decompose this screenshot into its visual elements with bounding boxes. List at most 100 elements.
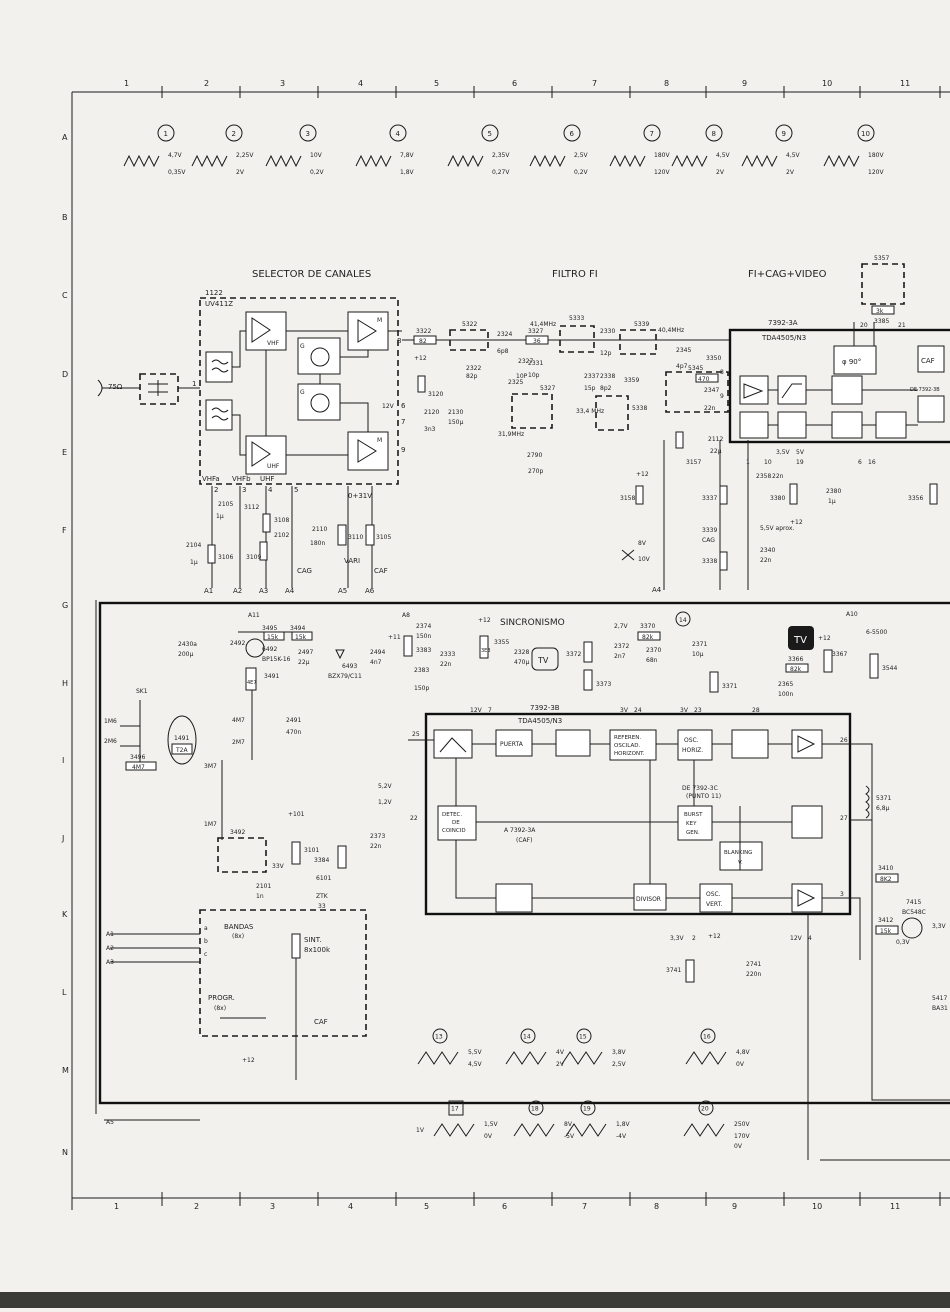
tuner-part-number: UV411Z	[205, 300, 233, 308]
l5345-ref: 5345	[688, 365, 703, 372]
m3m7-label: 3M7	[204, 763, 217, 770]
fi-bias-components: 3157 2112 22μ +12 3158 3337 3339 CAG 5,5…	[620, 431, 938, 590]
progr-count: (8x)	[214, 1005, 226, 1012]
waveform-value-low: 0V	[736, 1061, 745, 1068]
volt-8v: 8V	[638, 540, 647, 547]
horiz-driver-symbol	[797, 735, 816, 753]
band-a: a	[204, 925, 208, 932]
caf-label-tuner: CAF	[374, 567, 388, 575]
r3385-val: 3k	[876, 308, 884, 315]
video-out-block	[917, 395, 945, 423]
column-label-top: 7	[592, 79, 597, 88]
r3366-body	[785, 663, 809, 673]
filter-curves	[211, 359, 229, 421]
choke-lines	[221, 690, 253, 840]
r3345-body	[695, 373, 719, 383]
bandas-count: (8x)	[232, 933, 244, 940]
plus12-3367: +12	[818, 635, 831, 642]
de-7392-3b: DE 7392-3B	[910, 387, 940, 393]
c2328-ref: 2328	[514, 649, 529, 656]
row-label: I	[62, 756, 64, 765]
ic-pin-10: 10	[764, 459, 772, 466]
antenna-filter-box	[139, 373, 179, 405]
waveform-number: 4	[396, 130, 401, 138]
waveform-value-high: 180V	[654, 152, 670, 159]
column-label-bottom: 2	[194, 1202, 199, 1211]
antenna-input-symbol	[97, 379, 140, 397]
waveform-number-circle	[705, 124, 723, 142]
vert-driver-symbol	[797, 889, 816, 907]
waveform-value-high: 8V	[564, 1121, 573, 1128]
waveform-number-circle	[775, 124, 793, 142]
c3492-box	[217, 837, 267, 873]
c2322-val: 82p	[466, 373, 478, 380]
tv-logo-badge	[788, 626, 814, 650]
uhf-mixer-block	[347, 431, 389, 471]
waveform-trace	[265, 154, 302, 168]
if-amp-block	[739, 375, 769, 405]
marker-14-text: 14	[679, 617, 687, 624]
r3410-val: 8K2	[880, 876, 892, 883]
waveform-value-low: 2V	[236, 169, 245, 176]
detec-label: DETEC.	[442, 812, 462, 818]
gen-label: GEN.	[686, 830, 700, 836]
waveform-number-circle	[580, 1100, 596, 1116]
c2345-ref: 2345	[676, 347, 691, 354]
caf-switch-label: CAF	[314, 1018, 328, 1026]
power-supply-section: 2430a 200μ 2492 6492 BP15K-16 A11 3495 1…	[104, 612, 401, 873]
column-label-bottom: 8	[654, 1202, 659, 1211]
phase-label: φ 90°	[842, 358, 861, 366]
waveform-value-high: 180V	[868, 152, 884, 159]
r3380-ref: 3380	[770, 495, 785, 502]
waveform-number-circle	[520, 1028, 536, 1044]
ic-pin-9: 9	[720, 393, 724, 400]
l5333-box	[559, 325, 595, 353]
scan-bottom-edge	[0, 1292, 950, 1308]
sync-internal-wiring	[408, 739, 850, 899]
title-fi-cag-video: FI+CAG+VIDEO	[748, 269, 827, 280]
c2370-val: 68n	[646, 657, 658, 664]
waveform-number: 7	[650, 130, 654, 138]
conn-a2: A2	[233, 587, 242, 595]
pin-vhfb: VHFb	[232, 475, 251, 483]
waveform-number: 2	[232, 130, 236, 138]
c2741-ref: 2741	[746, 961, 761, 968]
5345-filter-box	[665, 371, 729, 413]
caf-paren-label: (CAF)	[516, 837, 532, 844]
conn-a5: A5	[338, 587, 347, 595]
l5371-coil	[865, 785, 870, 819]
ic-pin-21: 21	[898, 322, 906, 329]
c2101-ref: 2101	[256, 883, 271, 890]
waveform-value-low: 170V	[734, 1133, 750, 1140]
column-label-bottom: 7	[582, 1202, 587, 1211]
de-label: DE	[452, 820, 460, 826]
row-label: L	[62, 988, 67, 997]
blanking-label: BLANKING	[724, 850, 752, 856]
c3492-ref: 3492	[230, 829, 245, 836]
top-waveforms: 14,7V0,35V22,25V2V310V0,2V47,8V1,8V52,35…	[123, 124, 884, 176]
c2337-val: 15p	[584, 385, 596, 392]
plus12-3380: +12	[790, 519, 803, 526]
fuse-circle	[167, 715, 197, 765]
osc-vert-label-2: VERT.	[706, 901, 723, 908]
l5371-val: 6,8μ	[876, 805, 890, 812]
caf-label-ic: CAF	[921, 357, 935, 365]
main-board-frame	[98, 601, 950, 1105]
zener-symbol	[621, 549, 635, 561]
r3337-ref: 3337	[702, 495, 717, 502]
l5338-ref: 5338	[632, 405, 647, 412]
ic-pin-20: 20	[860, 322, 868, 329]
waveform-14-marker	[675, 611, 691, 627]
tuner-module-box	[199, 297, 399, 485]
uhf-amp-symbol	[251, 441, 271, 467]
sync-ic-type: TDA4505/N3	[517, 717, 562, 725]
r3371-body	[709, 671, 719, 693]
waveform-number: 16	[703, 1034, 711, 1041]
r3106-body	[207, 544, 216, 564]
column-label-top: 10	[822, 79, 832, 88]
r3108-ref: 3108	[274, 517, 289, 524]
sync-pin-3v-b: 3V	[680, 707, 689, 714]
tv-symbol-text: TV	[537, 656, 549, 665]
referen-label: REFEREN.	[614, 735, 641, 741]
r3741-ref: 3741	[666, 967, 681, 974]
